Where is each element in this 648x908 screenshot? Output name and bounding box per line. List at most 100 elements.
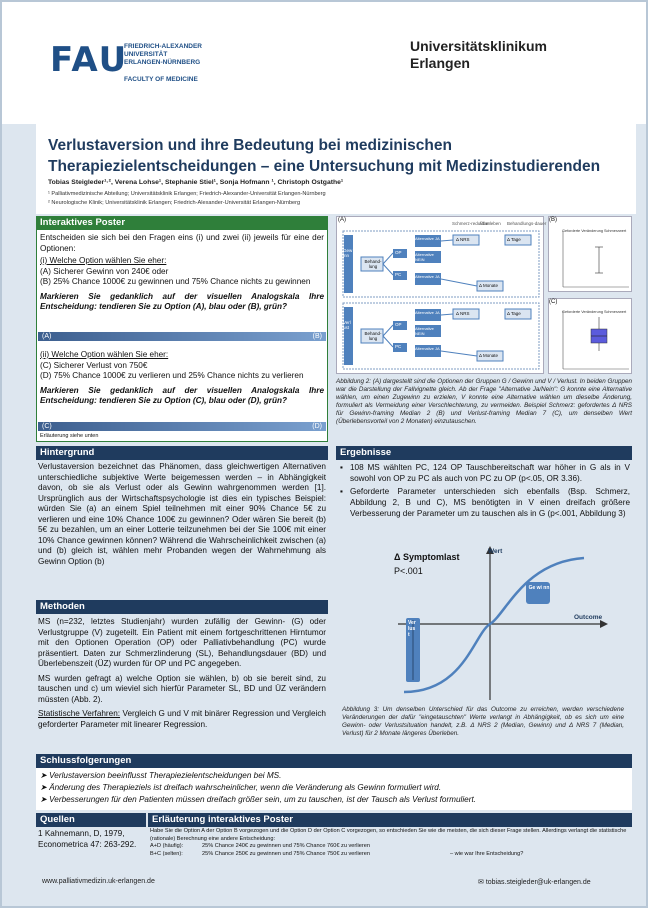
interactive-content-2: (ii) Welche Option wählen Sie eher: (C) …: [40, 350, 324, 407]
schluss-item-1-text: Verlustaversion beeinflusst Therapieziel…: [49, 771, 282, 780]
analog-scale-1[interactable]: (A) (B): [38, 332, 326, 341]
ergebnis-item-1: 108 MS wählten PC, 124 OP Tauschbereitsc…: [340, 462, 630, 484]
fig2-label-a: (A): [338, 217, 346, 223]
uk-erlangen-logo: Universitätsklinikum Erlangen: [410, 38, 547, 71]
fig2-col3: Behandlungs-dauer: [507, 221, 547, 226]
fau-logo-mark: FAU: [50, 40, 129, 80]
fig2-alt-ja-1: Alternative JA: [415, 236, 440, 241]
fig2-pc-g: PC: [395, 272, 402, 277]
footer-website[interactable]: www.palliativmedizin.uk-erlangen.de: [42, 878, 155, 885]
schluss-box: [36, 768, 632, 810]
figure3-caption: Abbildung 3: Um denselben Unterschied fü…: [342, 706, 624, 737]
fig3-p-value: P<.001: [394, 566, 423, 576]
methoden-p2: MS wurden gefragt a) welche Option sie w…: [38, 673, 326, 704]
methoden-text: MS (n=232, letztes Studienjahr) wurden z…: [38, 617, 326, 730]
interactive-intro: Entscheiden sie sich bei den Fragen eins…: [40, 233, 324, 253]
q1-prompt: Markieren Sie gedanklich auf der visuell…: [40, 291, 324, 312]
authors: Tobias Steigleder¹·², Verena Lohse¹, Ste…: [48, 179, 344, 186]
schluss-heading: Schlussfolgerungen: [36, 754, 632, 768]
erl-line2-tail: – wie war Ihre Entscheidung?: [449, 850, 524, 857]
hintergrund-text: Verlustaversion bezeichnet das Phänomen,…: [38, 462, 326, 566]
q2-title: (ii) Welche Option wählen Sie eher:: [40, 350, 169, 359]
fig2-dtage-v: Δ Tage: [507, 311, 521, 316]
schluss-item-3-text: Verbesserungen für den Patienten müssen …: [49, 795, 477, 804]
fau-logo: FAU FRIEDRICH-ALEXANDER UNIVERSITÄT ERLA…: [50, 40, 260, 88]
fig3-label: Δ Symptomlast: [394, 552, 460, 562]
fig2-col1: Schmerz-reduktion: [452, 221, 490, 226]
hintergrund-heading: Hintergrund: [36, 446, 328, 460]
fig2-dnrs-v: Δ NRS: [456, 311, 470, 316]
erl-line1-text: 25% Chance 240€ zu gewinnen und 75% Chan…: [202, 843, 370, 849]
q1-option-b: (B) 25% Chance 1000€ zu gewinnen und 75%…: [40, 277, 311, 286]
scale1-right-label: (B): [312, 333, 322, 340]
fau-faculty: FACULTY OF MEDICINE: [124, 76, 198, 83]
fig2-dmonate-g: Δ Monate: [479, 283, 499, 288]
ergebnisse-list: 108 MS wählten PC, 124 OP Tauschbereitsc…: [340, 462, 630, 521]
erl-line2-label: B+C (selten):: [150, 850, 183, 857]
fig2-behandlung-g: Behand-lung: [364, 259, 382, 269]
fig2-behandlung-v: Behand-lung: [364, 331, 382, 341]
chart-b-svg: [562, 231, 629, 288]
chart-b-title: Geforderte Veränderung Schmerzwert: [562, 229, 627, 233]
erlaeuterung-intro: Habe Sie die Option A der Option B vorge…: [150, 828, 627, 842]
methoden-heading: Methoden: [36, 600, 328, 614]
figure3-graph: [374, 542, 608, 704]
methoden-p3-text: Vergleich G und V mit binärer Regression…: [38, 709, 326, 729]
schluss-item-2: ➤ Änderung des Therapieziels ist dreifac…: [40, 783, 442, 792]
fig2-group-v: Verlust: [343, 320, 351, 330]
methoden-p1: MS (n=232, letztes Studienjahr) wurden z…: [38, 617, 326, 668]
q2-prompt: Markieren Sie gedanklich auf der visuell…: [40, 385, 324, 406]
fig2-alt-ja-2: Alternative JA: [415, 274, 440, 279]
fig3-gewinn-label: Ge wi nn: [528, 585, 550, 591]
fig2-alt-ja-4: Alternative JA: [415, 346, 440, 351]
schluss-list: ➤ Verlustaversion beeinflusst Therapiezi…: [40, 770, 630, 806]
mail-icon: ✉: [478, 879, 484, 886]
fig2-label-b: (B): [549, 217, 557, 223]
figure2-diagram: [336, 216, 544, 374]
footer-email[interactable]: ✉ tobias.steigleder@uk-erlangen.de: [478, 878, 591, 886]
poster-title: Verlustaversion und ihre Bedeutung bei m…: [48, 137, 601, 175]
fig2-alt-ja-3: Alternative JA: [415, 310, 440, 315]
q2-option-c: (C) Sicherer Verlust von 750€: [40, 360, 148, 370]
fig3-y-axis-label: Wert: [488, 548, 503, 555]
erlaeuterung-text: Habe Sie die Option A der Option B vorge…: [150, 828, 630, 858]
title-band: [36, 122, 636, 214]
figure2-chart-c: [548, 298, 632, 374]
fig2-label-c: (C): [549, 299, 558, 305]
quellen-text: 1 Kahnemann, D, 1979, Econometrica 47: 2…: [38, 829, 137, 849]
chart-c-svg: [562, 311, 629, 370]
affiliation-1: ¹ Palliativmedizinische Abteilung; Unive…: [48, 191, 326, 197]
fig2-group-g: Gewinn: [343, 248, 353, 258]
figure2-chart-b: [548, 216, 632, 292]
figure2-caption: Abbildung 2: (A) dargestellt sind die Op…: [336, 378, 632, 425]
methoden-p3-label: Statistische Verfahren:: [38, 709, 121, 718]
fig2-col2: Überleben: [480, 221, 501, 226]
fig2-dtage-g: Δ Tage: [507, 237, 521, 242]
erlaeuterung-line2: B+C (selten):25% Chance 250€ zu gewinnen…: [150, 851, 630, 859]
erlaeuterung-heading: Erläuterung interaktives Poster: [148, 813, 632, 827]
fig2-op-g: OP: [395, 250, 402, 255]
schluss-item-2-text: Änderung des Therapieziels ist dreifach …: [49, 783, 442, 792]
analog-scale-2[interactable]: (C) (D): [38, 422, 326, 431]
affiliation-2: ² Neurologische Klinik; Universitätsklin…: [48, 200, 301, 206]
schluss-item-3: ➤ Verbesserungen für den Patienten müsse…: [40, 795, 477, 804]
erlaeuterung-line1: A+D (häufig):25% Chance 240€ zu gewinnen…: [150, 843, 630, 851]
scale2-right-label: (D): [312, 423, 322, 430]
schluss-item-1: ➤ Verlustaversion beeinflusst Therapiezi…: [40, 771, 282, 780]
interactive-box: [36, 216, 328, 442]
fau-logo-text: FRIEDRICH-ALEXANDER UNIVERSITÄT ERLANGEN…: [124, 43, 202, 66]
fig2-dnrs-g: Δ NRS: [456, 237, 470, 242]
q1-title: (i) Welche Option wählen Sie eher:: [40, 256, 167, 265]
fig3-verlust-label: Verlust: [408, 620, 416, 638]
quellen-heading: Quellen: [36, 813, 146, 827]
fig2-pc-v: PC: [395, 344, 402, 349]
footer-email-text: tobias.steigleder@uk-erlangen.de: [485, 879, 591, 886]
figure3-svg: [398, 546, 608, 700]
fig2-alt-nein-1: Alternative NEIN: [415, 252, 434, 262]
fig2-dmonate-v: Δ Monate: [479, 353, 499, 358]
interactive-heading: Interaktives Poster: [36, 216, 328, 230]
interactive-note: Erläuterung siehe unten: [40, 433, 99, 439]
ergebnisse-heading: Ergebnisse: [336, 446, 632, 460]
fig2-alt-nein-2: Alternative NEIN: [415, 326, 434, 336]
